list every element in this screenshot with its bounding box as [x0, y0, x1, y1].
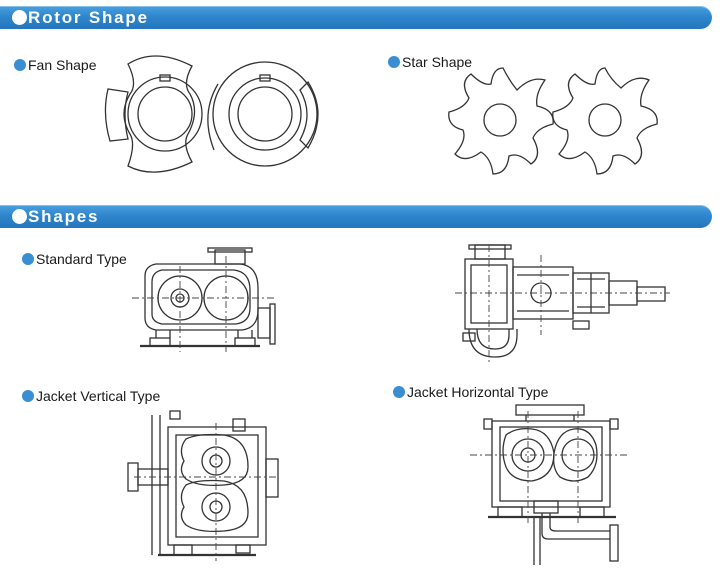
fan-rotor-drawing [104, 55, 319, 173]
bullet-circle-icon [12, 10, 27, 25]
bullet-icon [14, 59, 26, 71]
bullet-icon [388, 56, 400, 68]
standard-pump-side-drawing [455, 244, 670, 363]
star-shape-label: Star Shape [388, 54, 472, 70]
fan-shape-label: Fan Shape [14, 57, 97, 73]
standard-pump-drawing [132, 247, 276, 352]
section-title: Shapes [28, 207, 100, 226]
jacket-vertical-type-label: Jacket Vertical Type [22, 388, 160, 404]
section-title: Rotor Shape [28, 8, 149, 27]
bullet-circle-icon [12, 209, 27, 224]
bullet-icon [22, 253, 34, 265]
bullet-icon [22, 390, 34, 402]
section-banner-shapes: Shapes [0, 205, 712, 228]
standard-type-label: Standard Type [22, 251, 127, 267]
bullet-icon [393, 386, 405, 398]
section-banner-rotor-shape: Rotor Shape [0, 6, 712, 29]
jacket-horizontal-pump-drawing [470, 404, 630, 565]
jacket-horizontal-type-label: Jacket Horizontal Type [393, 384, 548, 400]
jacket-vertical-pump-drawing [127, 410, 279, 561]
star-rotor-drawing [448, 67, 658, 175]
